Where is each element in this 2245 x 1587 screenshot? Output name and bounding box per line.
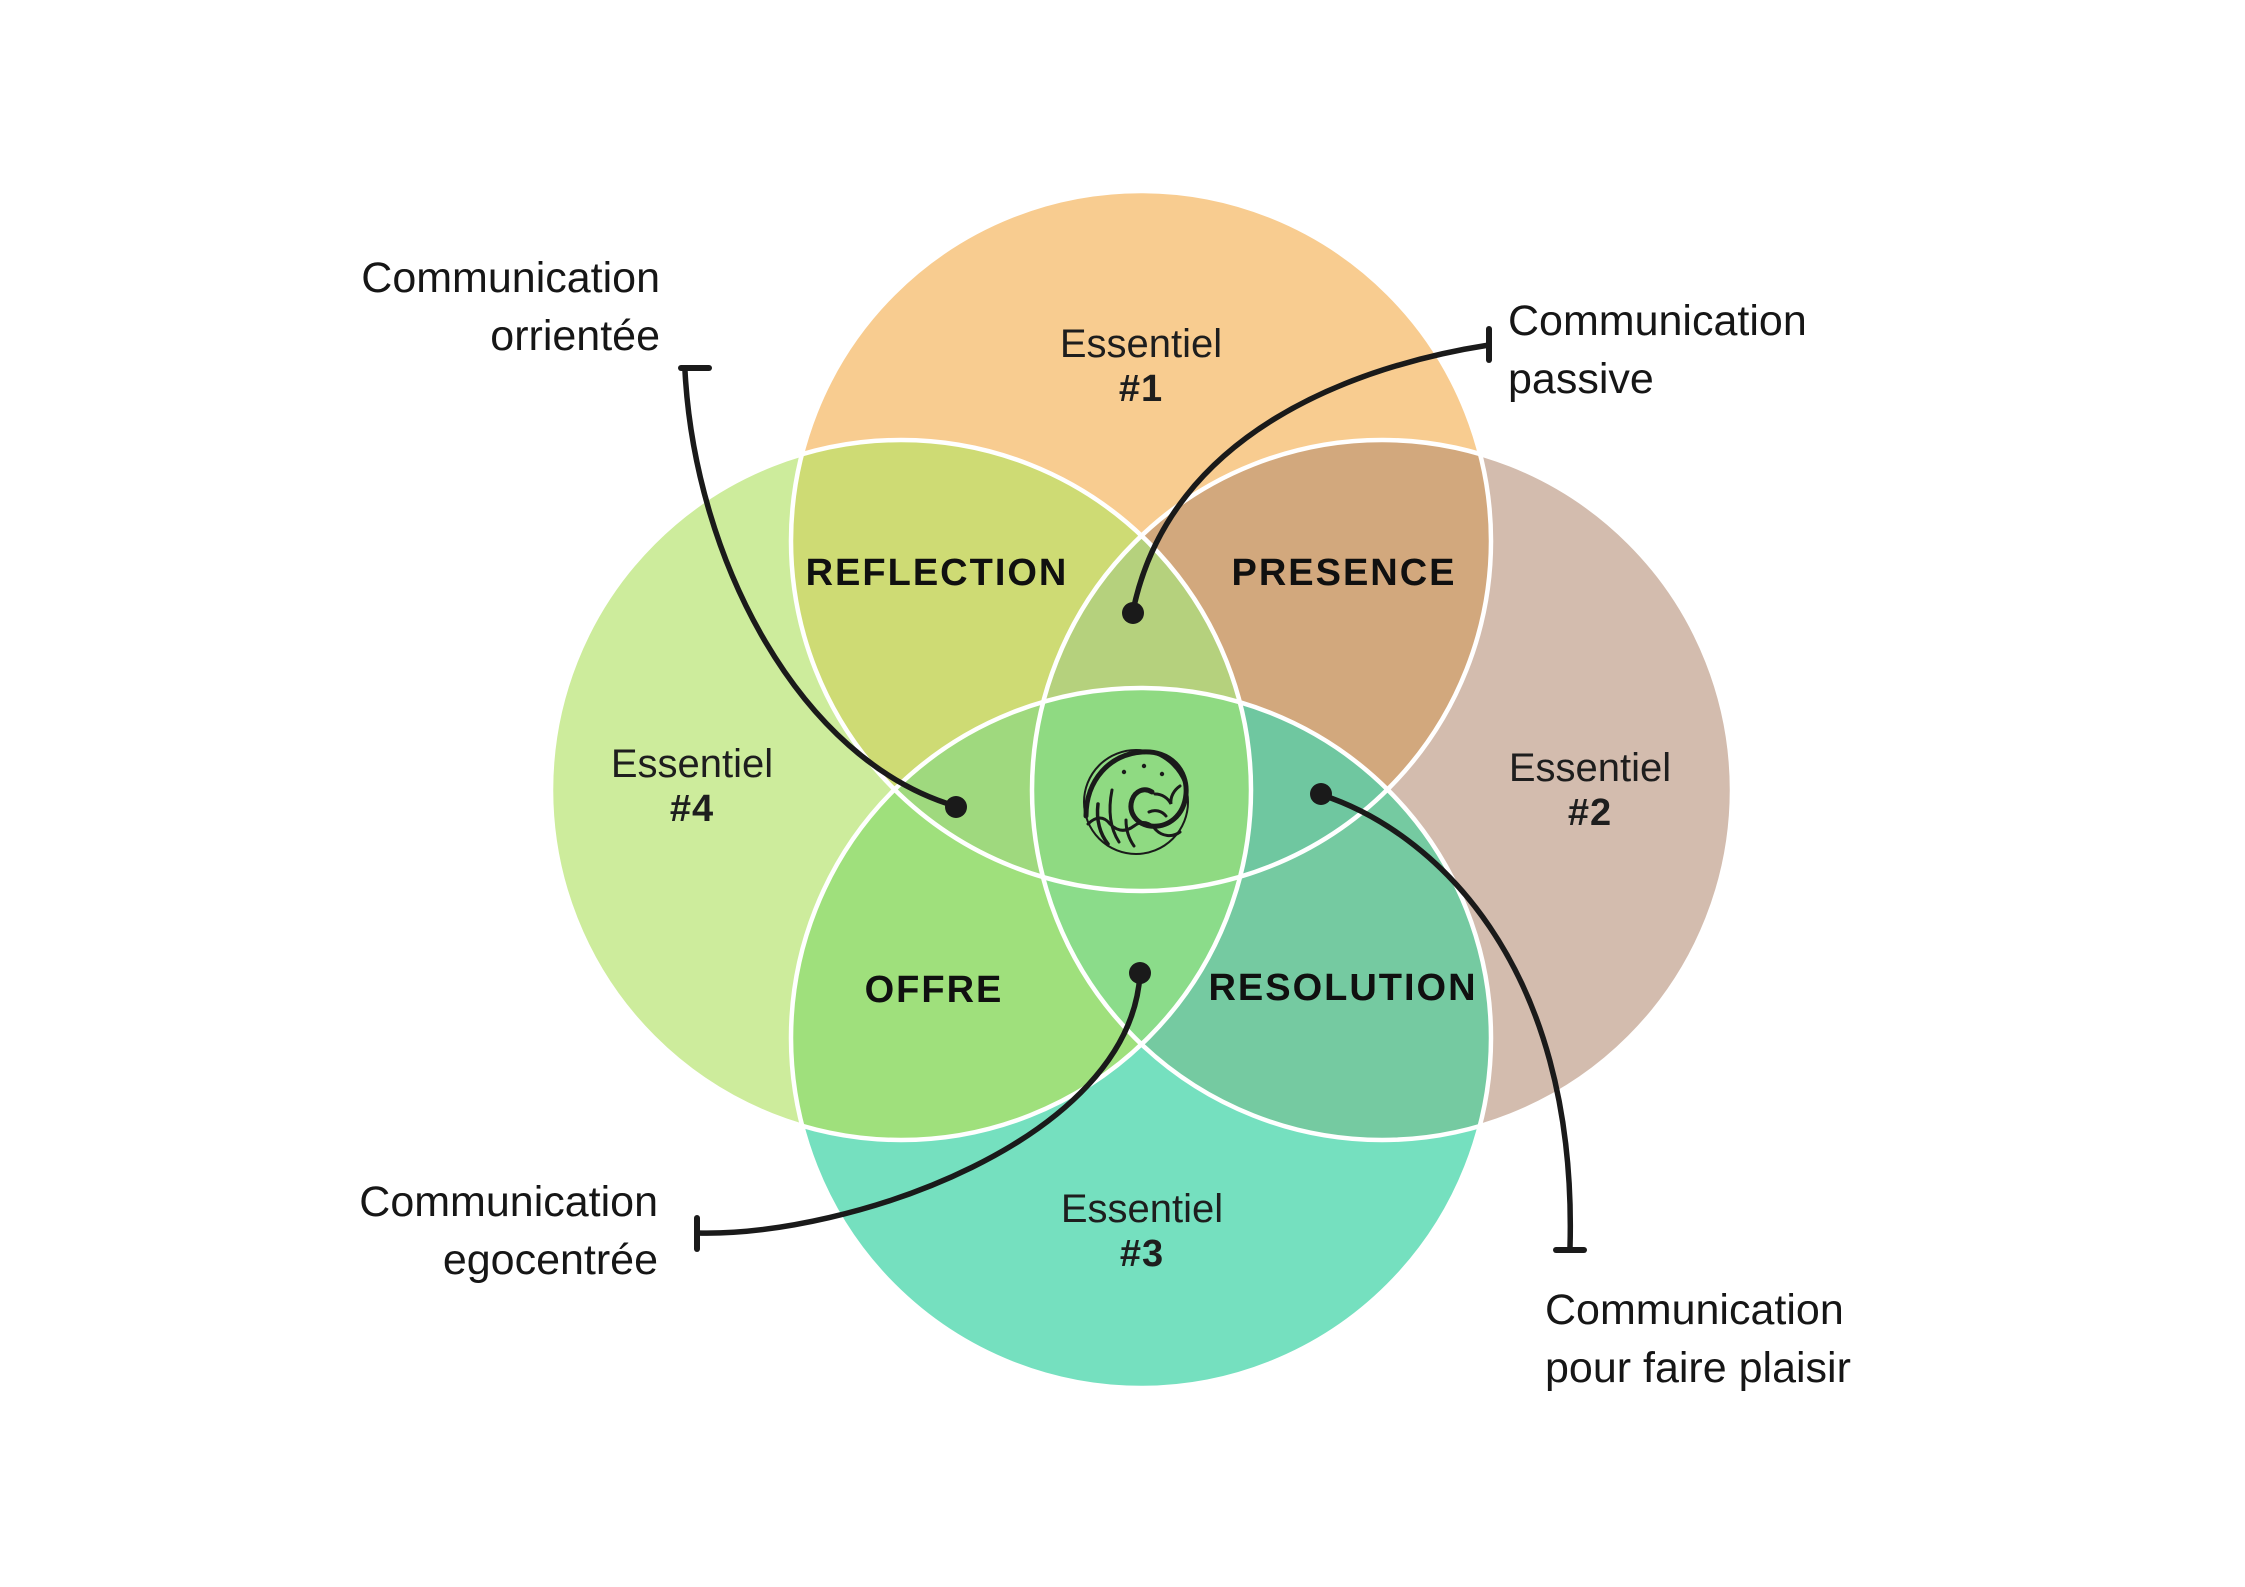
connector-line-egocentree [694, 971, 1143, 1236]
callout-egocentree-line1: Communication [359, 1178, 658, 1226]
wave-foam-claw-2 [1147, 809, 1168, 818]
region-top-bottom-right [1032, 688, 1491, 891]
connector-dot-egocentree [1129, 962, 1151, 984]
essentiel-4-number: #4 [669, 788, 715, 830]
callout-passive-line2: passive [1508, 355, 1654, 403]
callout-orientee-line1: Communication [361, 254, 660, 302]
label-essentiel-4: Essentiel #4 [542, 742, 842, 832]
label-essentiel-3: Essentiel #3 [992, 1187, 1292, 1277]
connector-dot-plaisir [1310, 783, 1332, 805]
wave-hatch-2 [1108, 788, 1121, 844]
connector-line-orientee [682, 368, 958, 809]
connector-dots [945, 602, 1332, 984]
essentiel-2-number: #2 [1567, 792, 1613, 834]
label-presence: PRESENCE [1231, 552, 1457, 594]
label-reflection: REFLECTION [805, 552, 1069, 594]
wave-icon-border [1083, 749, 1189, 855]
wave-hatch-1 [1095, 802, 1110, 846]
callout-orientee-line2: orrientée [490, 312, 660, 360]
wave-spray-dot-2 [1141, 763, 1147, 769]
wave-spray-dot-1 [1121, 769, 1127, 775]
wave-hatch-3 [1124, 818, 1136, 848]
circle-outline-3 [788, 685, 1494, 1391]
venn-triple-regions [791, 440, 1491, 1140]
wave-spray-dot-3 [1159, 771, 1165, 777]
connector-dot-passive [1122, 602, 1144, 624]
wave-crest [1083, 749, 1189, 829]
region-top-bottom-left [791, 688, 1251, 891]
wave-foam-claw-1 [1153, 784, 1182, 805]
label-essentiel-2: Essentiel #2 [1440, 746, 1740, 836]
callout-passive-line1: Communication [1508, 297, 1807, 345]
essentiel-2-text: Essentiel [1508, 746, 1672, 790]
callout-egocentree-line2: egocentrée [442, 1236, 658, 1284]
callout-plaisir-line1: Communication [1545, 1286, 1844, 1334]
callout-communication-plaisir: Communication pour faire plaisir [1545, 1281, 1851, 1397]
essentiel-1-number: #1 [1118, 368, 1164, 410]
label-essentiel-1: Essentiel #1 [991, 322, 1291, 412]
label-offre: OFFRE [864, 969, 1004, 1011]
wave-base [1086, 816, 1182, 838]
essentiel-4-text: Essentiel [610, 742, 774, 786]
great-wave-icon [1083, 749, 1189, 855]
callout-communication-egocentree: Communication egocentrée [359, 1173, 658, 1289]
connectors [678, 326, 1587, 1253]
region-left-right-bottom [1032, 688, 1251, 1140]
essentiel-3-text: Essentiel [1060, 1187, 1224, 1231]
callout-communication-orrientee: Communication orrientée [361, 249, 660, 365]
circle-outline-1 [788, 188, 1494, 894]
circle-outlines [548, 188, 1735, 1391]
essentiel-1-text: Essentiel [1059, 322, 1223, 366]
callout-plaisir-line2: pour faire plaisir [1545, 1344, 1851, 1392]
connector-line-plaisir [1319, 792, 1573, 1251]
callout-communication-passive: Communication passive [1508, 292, 1807, 408]
circle-outline-2 [1029, 437, 1735, 1143]
circle-outline-4 [548, 437, 1254, 1143]
connector-dot-orientee [945, 796, 967, 818]
essentiel-3-number: #3 [1119, 1233, 1165, 1275]
label-resolution: RESOLUTION [1208, 967, 1478, 1009]
connector-line-passive [1130, 342, 1492, 614]
region-left-right-top [1032, 440, 1251, 891]
